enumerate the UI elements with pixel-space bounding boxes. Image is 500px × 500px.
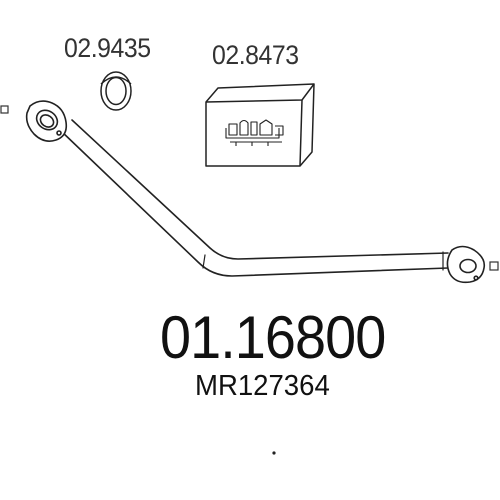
clamp-ring-icon (100, 71, 132, 111)
left-end-marker-icon (0, 105, 9, 114)
right-flange-icon (446, 245, 486, 284)
clamp-part-code: 02.9435 (64, 33, 151, 63)
exhaust-pipe-icon (59, 119, 449, 277)
dot-mark (272, 451, 276, 455)
mounting-kit-box-icon (205, 83, 315, 167)
part-number: 01.16800 (160, 304, 386, 371)
left-flange-icon (25, 100, 68, 142)
mounting-kit-part-code: 02.8473 (212, 40, 299, 70)
right-end-marker-icon (489, 261, 499, 271)
oem-number: MR127364 (195, 370, 330, 402)
